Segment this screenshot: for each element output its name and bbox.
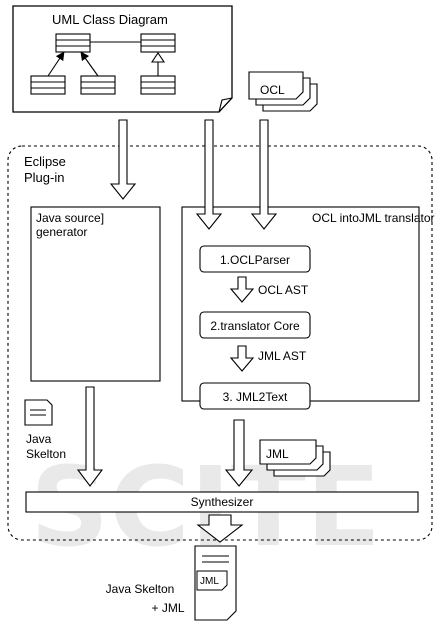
java-skelton-line1: Java — [26, 432, 52, 446]
java-generator-line1: Java source] — [36, 211, 104, 225]
synthesizer-box — [25, 491, 419, 513]
uml-title: UML Class Diagram — [52, 12, 168, 27]
arrow-generator-to-synthesizer — [76, 386, 104, 487]
translator-core-box — [199, 311, 311, 339]
arrow-parser-to-core — [229, 276, 255, 303]
translator-core-label: 2.translator Core — [210, 319, 300, 333]
translator-title: OCL intoJML translator — [312, 211, 435, 225]
java-skelton-document-icon — [24, 399, 53, 426]
jml2text-label: 3. JML2Text — [223, 390, 288, 404]
ocl-doc-label: OCL — [260, 83, 285, 97]
arrow-core-to-jml2text — [229, 345, 255, 372]
jml-doc-label: JML — [266, 447, 289, 461]
java-source-generator-box — [30, 206, 161, 382]
jml2text-box — [199, 382, 311, 410]
arrow-ocl-to-parser — [250, 119, 278, 230]
arrow-uml-to-generator — [109, 119, 137, 200]
ocl-parser-box — [199, 245, 311, 273]
output-document-icon — [194, 545, 237, 621]
output-label-line2: + JML — [151, 601, 184, 615]
ocl-ast-label: OCL AST — [258, 283, 309, 297]
output-label-line1: Java Skelton — [106, 582, 175, 596]
arrow-synthesizer-to-output — [196, 514, 244, 543]
java-skelton-line2: Skelton — [26, 447, 66, 461]
ocl-document-stack — [248, 71, 318, 112]
eclipse-label-line2: Plug-in — [24, 170, 64, 185]
uml-class-boxes — [30, 33, 176, 95]
flow-arrows — [76, 119, 278, 543]
jml-ast-label: JML AST — [258, 349, 307, 363]
arrow-jml2text-to-synthesizer — [224, 419, 254, 487]
uml-class-diagram-doc: UML Class Diagram — [12, 5, 233, 113]
java-generator-line2: generator — [36, 225, 87, 239]
synthesizer-label: Synthesizer — [191, 495, 254, 509]
uml-relations — [47, 41, 166, 77]
arrow-uml-to-parser — [195, 119, 223, 230]
output-inner-jml-label: JML — [200, 576, 219, 587]
ocl-jml-translator-box — [181, 206, 420, 402]
ocl-parser-label: 1.OCLParser — [220, 253, 290, 267]
jml-document-stack — [259, 439, 331, 477]
eclipse-label-line1: Eclipse — [24, 154, 66, 169]
